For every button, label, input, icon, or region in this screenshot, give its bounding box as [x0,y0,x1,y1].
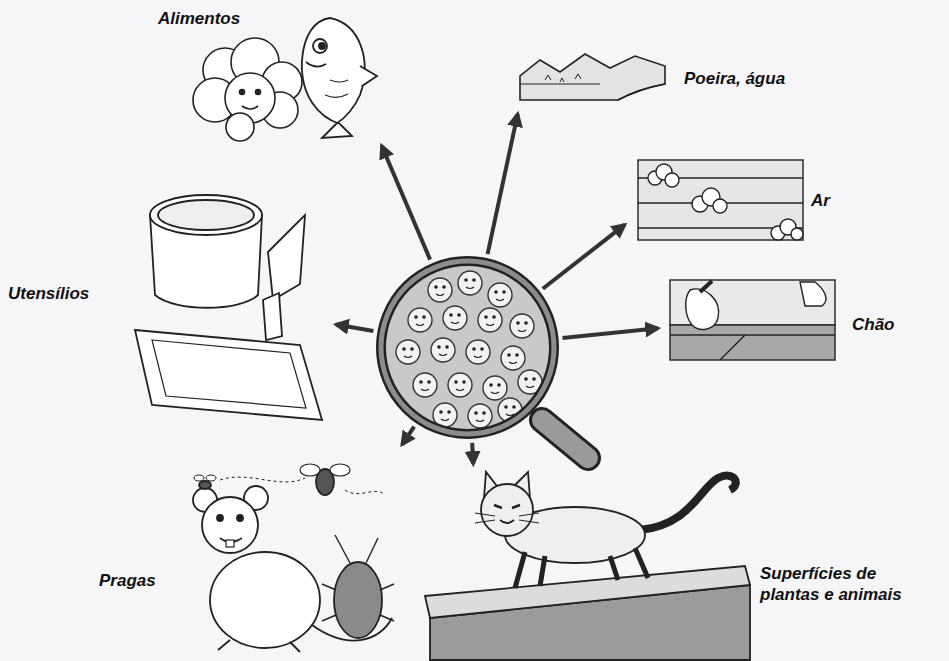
lens-ring [375,255,560,440]
utensils-drawing [135,195,322,420]
arrow-connector [488,114,518,254]
source-box: Pragas [95,448,405,658]
source-box: Utensílios [2,175,332,423]
lettuce-drawing [193,38,302,141]
fish-drawing [302,18,377,138]
magnifier-circle [375,255,560,440]
landscape-drawing [520,54,665,100]
arrow-connector [402,427,414,445]
arrow-connector [563,328,659,338]
pests-drawing [193,464,394,652]
category-label: Chão [852,314,895,335]
arrow-connector [336,325,373,332]
category-label: Superfícies de plantas e animais [760,563,938,606]
source-box: Alimentos [150,2,382,142]
arrow-connector [382,146,430,260]
category-label: Alimentos [158,8,240,29]
source-box: Ar [628,155,838,245]
category-label: Utensílios [8,283,89,304]
category-label: Ar [811,190,830,211]
air-drawing [638,160,803,240]
category-label: Pragas [99,570,156,591]
arrow-connector [543,225,625,289]
category-label: Poeira, água [684,68,785,89]
cat-table-drawing [425,472,750,660]
source-box: Chão [662,276,912,366]
floor-drawing [670,280,835,360]
arrow-connector [472,443,473,464]
source-box: Poeira, água [512,48,857,110]
source-box: Superfícies de plantas e animais [422,468,942,658]
